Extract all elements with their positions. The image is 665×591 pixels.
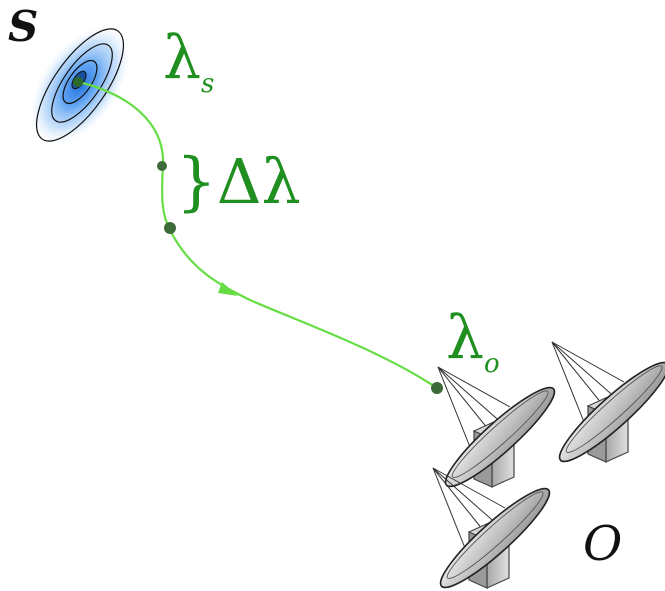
observer-point [431,382,443,394]
delta-lambda-label: }Δλ [176,150,301,214]
source-point [73,77,83,87]
lambda-source-subscript: s [201,69,215,99]
lambda-source-symbol: λ [163,23,202,93]
lambda-observer-label: λo [446,308,500,377]
delta-lambda-text: Δλ [216,145,301,218]
observer-label: O [583,516,623,572]
delta-end-point [164,222,176,234]
radio-dish-icon [435,366,565,498]
light-path [77,80,438,389]
lambda-observer-subscript: o [484,349,500,379]
source-label: S [8,2,39,51]
radio-dish-icon [549,341,665,473]
lambda-observer-symbol: λ [446,303,485,373]
lambda-source-label: λs [163,28,214,97]
delta-brace: } [176,145,217,219]
path-arrow-icon [218,282,238,296]
delta-start-point [157,161,167,171]
